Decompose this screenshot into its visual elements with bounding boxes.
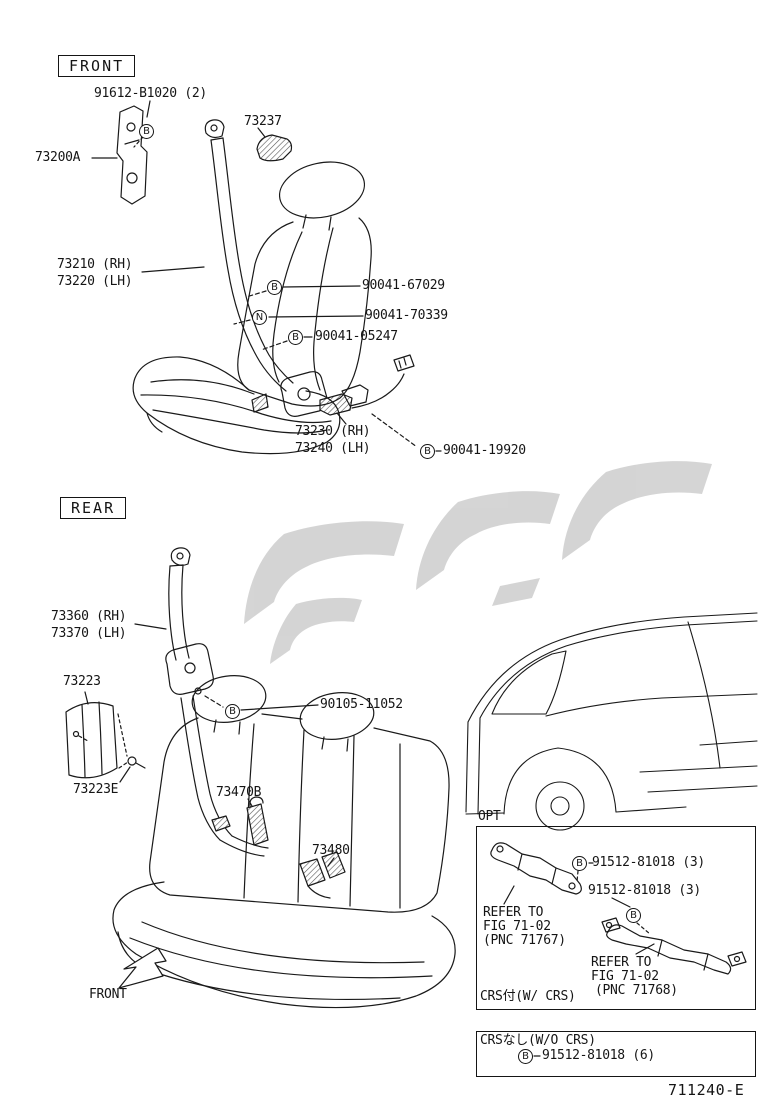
refer-note-top-line2: FIG 71-02 xyxy=(483,919,551,934)
refer-note-bottom-line3: (PNC 71768) xyxy=(595,983,678,998)
part-number-90105-11052: 90105-11052 xyxy=(320,697,403,712)
bolt-symbol: B xyxy=(518,1049,533,1064)
opt-panel-title: OPT xyxy=(478,809,501,824)
part-number-73240-lh: 73240 (LH) xyxy=(295,441,371,456)
without-crs-panel xyxy=(476,1031,756,1077)
front-direction-label: FRONT xyxy=(89,987,127,1002)
part-number-73230-rh: 73230 (RH) xyxy=(295,424,371,439)
part-number-90041-67029: 90041-67029 xyxy=(362,278,445,293)
refer-note-bottom-line2: FIG 71-02 xyxy=(591,969,659,984)
opt-options-panel xyxy=(476,826,756,1010)
refer-note-bottom-line1: REFER TO xyxy=(591,955,652,970)
nut-symbol: N xyxy=(252,310,267,325)
part-number-73223: 73223 xyxy=(63,674,101,689)
refer-note-top-line3: (PNC 71767) xyxy=(483,933,566,948)
part-number-91612-b1020: 91612-B1020 (2) xyxy=(94,86,207,101)
front-seat-belt-art xyxy=(91,100,442,455)
part-number-91512-81018-bottom: 91512-81018 (3) xyxy=(588,883,701,898)
bolt-symbol: B xyxy=(420,444,435,459)
part-number-73470b: 73470B xyxy=(216,785,262,800)
bolt-symbol: B xyxy=(139,124,154,139)
car-body-art xyxy=(465,612,758,831)
part-number-90041-05247: 90041-05247 xyxy=(315,329,398,344)
part-number-73360-rh: 73360 (RH) xyxy=(51,609,127,624)
watermark-logo xyxy=(244,461,712,664)
part-number-73200a: 73200A xyxy=(35,150,81,165)
bolt-symbol: B xyxy=(267,280,282,295)
part-number-73237: 73237 xyxy=(244,114,282,129)
opt-panel-caption: CRS付(W/ CRS) xyxy=(480,989,576,1004)
part-number-73223e: 73223E xyxy=(73,782,119,797)
opt-anchor-bars-art xyxy=(490,842,747,1057)
part-number-73370-lh: 73370 (LH) xyxy=(51,626,127,641)
part-number-73210-rh: 73210 (RH) xyxy=(57,257,133,272)
figure-code: 711240-E xyxy=(668,1081,745,1099)
rear-section-header: REAR xyxy=(60,497,127,519)
bolt-symbol: B xyxy=(572,856,587,871)
wo-crs-caption: CRSなし(W/O CRS) xyxy=(480,1033,596,1048)
bolt-symbol: B xyxy=(626,908,641,923)
front-section-header: FRONT xyxy=(58,55,136,77)
part-number-73220-lh: 73220 (LH) xyxy=(57,274,133,289)
bolt-symbol: B xyxy=(288,330,303,345)
part-number-73480: 73480 xyxy=(312,843,350,858)
bolt-symbol: B xyxy=(225,704,240,719)
part-number-91512-81018-wo: 91512-81018 (6) xyxy=(542,1048,655,1063)
part-number-90041-19920: 90041-19920 xyxy=(443,443,526,458)
part-number-90041-70339: 90041-70339 xyxy=(365,308,448,323)
refer-note-top-line1: REFER TO xyxy=(483,905,544,920)
part-number-91512-81018-top: 91512-81018 (3) xyxy=(592,855,705,870)
rear-seat-belt-art xyxy=(65,547,456,1009)
